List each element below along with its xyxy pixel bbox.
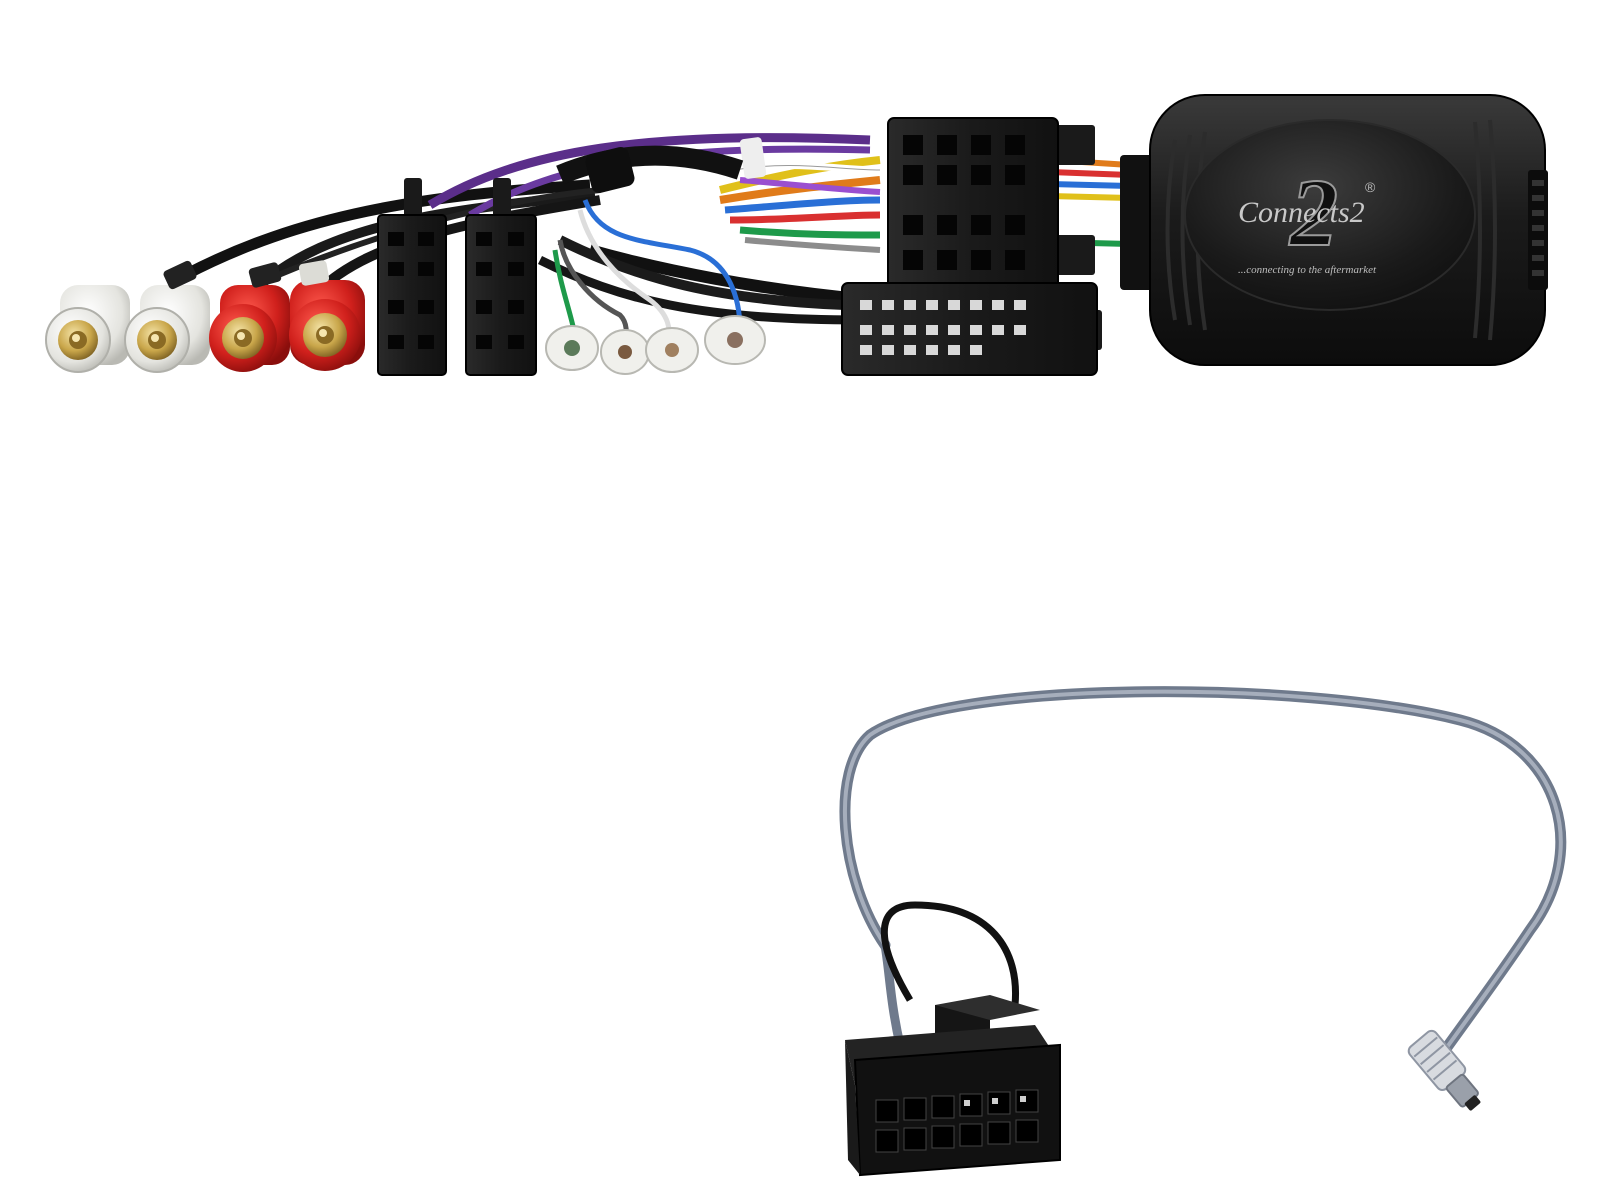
iso-connector-icon <box>465 178 537 376</box>
rca-plug-icon <box>124 285 210 373</box>
rca-plug-icon <box>289 280 365 371</box>
interface-module-icon: 2 Connects2 ® ...connecting to the after… <box>1120 94 1548 366</box>
rca-plugs <box>45 260 365 373</box>
patch-connector <box>845 995 1061 1177</box>
iso-power-connector <box>841 117 1102 376</box>
rca-plug-icon <box>45 285 130 373</box>
iso-connectors <box>377 178 537 376</box>
brand-mark: 2 <box>1288 159 1338 266</box>
tagline: ...connecting to the aftermarket <box>1238 264 1377 276</box>
spade-terminal-icon <box>645 327 699 373</box>
iso-connector-icon <box>377 178 447 376</box>
antenna-plug-icon <box>1407 1029 1481 1111</box>
rca-plug-icon <box>209 285 290 372</box>
patch-lead-icon <box>839 686 1567 1177</box>
spade-terminal-icon <box>704 315 766 365</box>
brand-logo: Connects2 <box>1238 196 1365 229</box>
spade-terminal-icon <box>600 329 650 375</box>
spade-terminals <box>545 315 766 375</box>
spade-terminal-icon <box>545 325 599 371</box>
registered-mark: ® <box>1365 179 1376 195</box>
